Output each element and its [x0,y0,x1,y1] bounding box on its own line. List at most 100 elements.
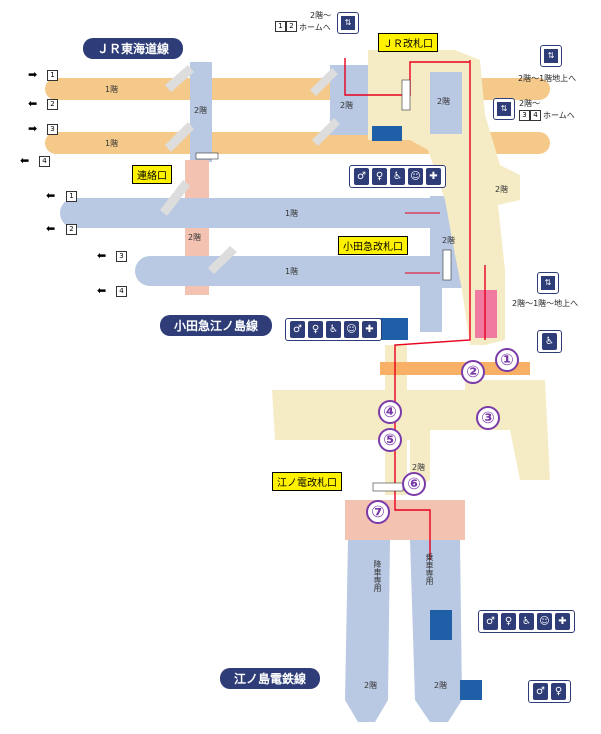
exit-number-2: ② [461,360,485,384]
arrow-left-icon: ⬅ [46,189,56,202]
elevator-platform-4: 4 [530,110,541,121]
floor-label-odakyu-1: 1階 [285,209,299,218]
odakyu-platform-upper [60,198,450,228]
platform-number-3: 3 [47,124,58,135]
jr-gate-area [430,72,462,134]
baby-care-icon: ☺ [408,168,423,185]
wheelchair-icon: ♿ [326,321,341,338]
floor-label-bridge-east: 2階 [340,101,354,110]
floor-label-jr-2: 1階 [105,139,119,148]
floor-label-east: 2階 [495,185,509,194]
floor-label-odakyu-2: 1階 [285,267,299,276]
arrow-left-icon: ⬅ [97,284,107,297]
enoden-alight-label: 降車専用 [373,560,382,592]
wheelchair-icon: ♿ [519,613,534,630]
elevator-icon: ⇅ [493,98,515,120]
exit-number-3: ③ [476,406,500,430]
elevator-label-34-top: 2階～ [519,99,541,108]
exit-number-1: ① [495,348,519,372]
odakyu-platform-number-3: 3 [116,251,127,262]
jr-line-badge: ＪＲ東海道線 [83,38,184,59]
jr-west-bridge [190,62,212,162]
floor-label-connector: 2階 [188,233,202,242]
ostomate-icon: ✚ [426,168,441,185]
jr-east-stair-1 [310,68,338,96]
jr-east-stair-2 [312,118,340,146]
ostomate-icon: ✚ [362,321,377,338]
jr-west-stair-2 [165,122,194,152]
elevator-platform-3: 3 [519,110,530,121]
arrow-right-icon: ➡ [28,122,38,135]
restroom-icon: ♂ [483,613,498,630]
odakyu-platform-number-4: 4 [116,286,127,297]
elevator-label-12-bottom: ホームへ [299,23,331,32]
facility-block-enoden-1 [430,610,452,640]
arrow-left-icon: ⬅ [28,97,38,110]
floor-label-concourse: 2階 [437,97,451,106]
elevator-platform-2: 2 [286,21,297,32]
restroom-icon: ♂ [354,168,369,185]
odakyu-stair-2 [208,246,237,274]
facility-icons-odakyu: ♂ ♀ ♿ ☺ ✚ [285,318,382,341]
exit-number-7: ⑦ [366,500,390,524]
enoden-platform-alight [345,540,390,722]
ticket-gate-jr [401,79,411,111]
ticket-gate-enoden [372,482,404,492]
orange-exit-strip [380,362,530,375]
wheelchair-icon: ♿ [390,168,405,185]
multipurpose-toilet-icon: ♀ [308,321,323,338]
enoden-concourse [345,500,465,540]
exit-number-6: ⑥ [402,472,426,496]
arrow-left-icon: ⬅ [46,222,56,235]
ticket-gate-connection [195,152,219,160]
elevator-label-12-top: 2階～ [310,11,332,20]
floor-label-lower: 2階 [412,463,426,472]
odakyu-platform-number-2: 2 [66,224,77,235]
odakyu-gate-label: 小田急改札口 [338,236,408,255]
wheelchair-icon: ♿ [542,333,557,350]
wheelchair-ramp-box: ♿ [537,330,562,353]
restroom-icon: ♂ [290,321,305,338]
odakyu-stair-1 [160,180,190,216]
arrow-left-icon: ⬅ [20,154,30,167]
restroom-icon: ♂ [533,683,548,700]
floor-label-enoden-2: 2階 [434,681,448,690]
ostomate-icon: ✚ [555,613,570,630]
floor-label-bridge-west: 2階 [194,106,208,115]
enoden-gate-label: 江ノ電改札口 [272,472,342,491]
facility-block-jr [372,126,402,141]
platform-number-4: 4 [39,156,50,167]
restroom-icon: ♀ [551,683,566,700]
arrow-right-icon: ➡ [28,68,38,81]
jr-gate-label: ＪＲ改札口 [378,33,438,52]
elevator-icon: ⇅ [540,45,562,67]
main-concourse [368,50,520,345]
elevator-label-ground: 2階～1階地上へ [518,74,577,83]
odakyu-concourse-block [475,290,497,338]
elevator-platform-1: 1 [275,21,286,32]
connection-gate-label: 連絡口 [132,165,172,184]
facility-icons-enoden: ♂ ♀ ♿ ☺ ✚ [478,610,575,633]
baby-care-icon: ☺ [344,321,359,338]
elevator-icon: ⇅ [537,272,559,294]
platform-number-2: 2 [47,99,58,110]
elevator-label-34-bottom: ホームへ [543,111,575,120]
odakyu-platform-number-1: 1 [66,191,77,202]
floor-label-odakyu-gate: 2階 [442,236,456,245]
facility-icons-jr: ♂ ♀ ♿ ☺ ✚ [349,165,446,188]
odakyu-platform-tail [420,280,442,332]
facility-icons-enoden-restroom: ♂ ♀ [528,680,571,703]
arrow-left-icon: ⬅ [97,249,107,262]
baby-care-icon: ☺ [537,613,552,630]
multipurpose-toilet-icon: ♀ [501,613,516,630]
facility-block-odakyu [378,318,408,340]
multipurpose-toilet-icon: ♀ [372,168,387,185]
enoden-line-badge: 江ノ島電鉄線 [220,668,321,689]
exit-number-5: ⑤ [378,428,402,452]
elevator-icon: ⇅ [337,12,359,34]
floor-label-enoden-1: 2階 [364,681,378,690]
ticket-gate-odakyu [442,249,452,281]
odakyu-line-badge: 小田急江ノ島線 [160,315,273,336]
route-line [394,60,471,560]
